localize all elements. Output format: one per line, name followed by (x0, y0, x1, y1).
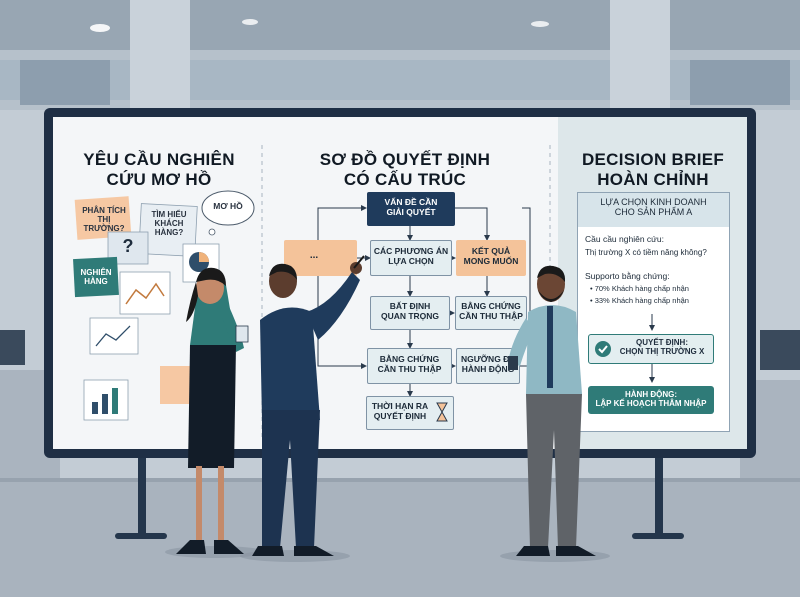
note-question-mark: ? (122, 236, 134, 256)
man-center-figure (252, 255, 365, 556)
right-panel-title: DECISION BRIEF HOÀN CHỈNH (581, 150, 725, 189)
box-thoi-han (366, 396, 454, 430)
box-phuong-an-label: CÁC PHƯƠNG ÁN LỰA CHỌN (373, 246, 449, 266)
box-thoi-han-label: THỜI HẠN RA QUYẾT ĐỊNH (371, 401, 429, 421)
brief-support-item-2: • 33% Khách hàng chấp nhận (590, 296, 689, 305)
man-right-figure (508, 265, 596, 556)
action-label: HÀNH ĐỘNG: LẬP KẾ HOẠCH THÂM NHẬP (595, 390, 707, 409)
box-ellipsis (284, 240, 357, 276)
box-bang-chung-2-label: BẰNG CHỨNG CẦN THU THẬP (377, 354, 442, 374)
box-van-de-label: VẤN ĐỀ CẦN GIẢI QUYẾT (384, 197, 438, 217)
box-ket-qua (456, 240, 526, 276)
brief-question-label: Cầu cầu nghiên cứu: (585, 234, 664, 244)
box-ellipsis-label: ... (309, 250, 319, 261)
note-phan-tich: PHÂN TÍCH THỊ TRƯỜNG? (82, 206, 126, 234)
decision-label: QUYẾT ĐỊNH: CHỌN THỊ TRƯỜNG X (619, 338, 705, 357)
brief-support-label: Supporto bằng chứng: (585, 271, 670, 281)
box-bang-chung-1-label: BẰNG CHỨNG CẦN THU THẬP (459, 301, 523, 321)
decision-box (588, 334, 714, 364)
checkmark-circle-icon (595, 341, 611, 357)
box-ket-qua-label: KẾT QUẢ MONG MUỐN (463, 246, 519, 266)
box-bang-chung-2 (367, 348, 452, 384)
box-van-de (367, 192, 455, 226)
middle-panel-title: SƠ ĐỒ QUYẾT ĐỊNH CÓ CẤU TRÚC (319, 150, 491, 189)
woman-figure (176, 267, 249, 554)
brief-header-label: LỰA CHỌN KINH DOANH CHO SẢN PHẨM A (600, 197, 707, 218)
box-bat-dinh-label: BẤT ĐỊNH QUAN TRỌNG (380, 301, 440, 321)
brief-header (578, 193, 729, 227)
left-panel-title: YÊU CẦU NGHIÊN CỨU MƠ HỒ (83, 150, 235, 189)
brief-question-text: Thị trường X có tiềm năng không? (585, 248, 707, 257)
box-phuong-an (370, 240, 452, 276)
box-bang-chung-1 (455, 296, 527, 330)
hourglass-icon (436, 402, 448, 422)
note-nghien: NGHIÊN HÀNG (80, 268, 112, 287)
note-tim-hieu: TÌM HIỂU KHÁCH HÀNG? (151, 210, 187, 238)
brief-support-item-1: • 70% Khách hàng chấp nhận (590, 284, 689, 293)
box-bat-dinh (370, 296, 450, 330)
action-box (588, 386, 714, 414)
note-mo-ho: MƠ HỒ (213, 201, 243, 211)
